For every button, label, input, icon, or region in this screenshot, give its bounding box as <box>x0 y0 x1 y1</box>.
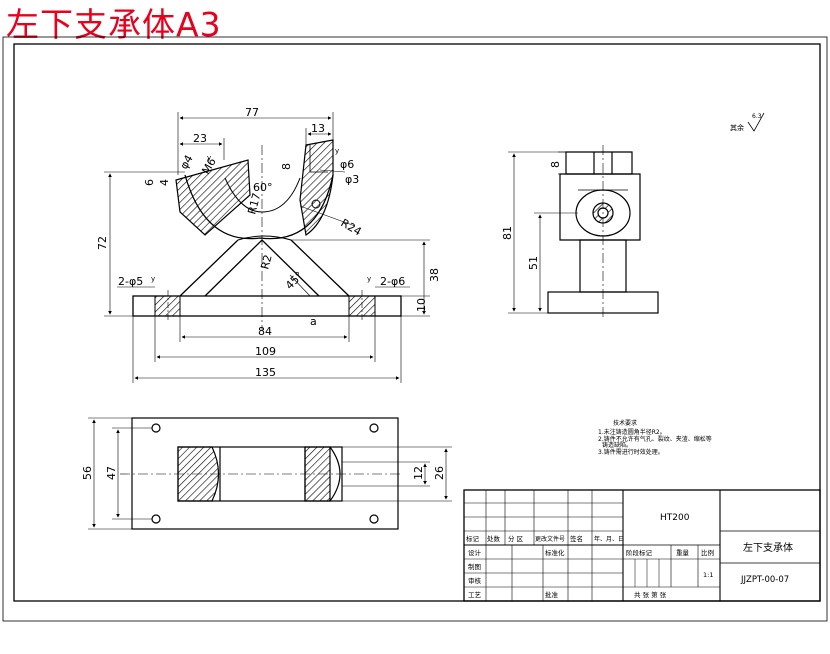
tb-ratio: 比例 <box>701 548 714 557</box>
dim-77: 77 <box>245 106 259 119</box>
label-phi6: φ6 <box>340 158 354 171</box>
dim-13: 13 <box>311 122 325 135</box>
dim-8-side: 8 <box>549 161 562 168</box>
roughness-note: 其余 <box>730 123 744 132</box>
top-view <box>120 417 400 530</box>
side-view <box>547 145 659 320</box>
label-y-top: y <box>207 154 211 162</box>
technical-requirements: 技术要求 1.未注铸造圆角半径R2。 2.铸件不允许有气孔、裂纹、夹渣、缩松等 … <box>598 419 712 456</box>
tb-stage-mark: 阶段标记 <box>626 548 653 557</box>
tb-drawing-number: JJZPT-00-07 <box>740 575 789 585</box>
dim-84: 84 <box>258 325 272 338</box>
front-view <box>132 139 402 330</box>
front-view-dimensions <box>104 112 430 383</box>
tb-material: HT200 <box>660 513 690 523</box>
tb-part-name: 左下支承体 <box>743 541 793 554</box>
sheet-border <box>2 36 828 622</box>
tb-scale-value: 1:1 <box>703 571 713 579</box>
dim-4: 4 <box>158 179 171 186</box>
tb-sheet-info: 共 张 第 张 <box>634 590 667 599</box>
label-r24: R24 <box>339 216 364 238</box>
label-60-deg: 60° <box>253 181 273 194</box>
roughness-value: 6.3 <box>752 113 762 120</box>
dim-51: 51 <box>527 256 540 270</box>
dim-38: 38 <box>428 268 441 282</box>
tech-note-2: 2.铸件不允许有气孔、裂纹、夹渣、缩松等 <box>598 435 712 443</box>
label-2-phi6: 2-φ6 <box>380 275 405 288</box>
side-view-dim-text: 81 51 8 <box>501 161 562 270</box>
front-view-dim-text: 77 23 13 72 38 10 84 109 135 8 6 4 M6 φ4… <box>96 106 441 379</box>
tb-standardize: 标准化 <box>545 548 565 557</box>
tb-header-date: 年、月、日 <box>594 535 624 543</box>
dim-10: 10 <box>415 298 428 312</box>
surface-roughness-symbol: 6.3 其余 <box>730 112 765 132</box>
tb-draw: 制图 <box>468 562 481 571</box>
tb-design: 设计 <box>468 548 482 557</box>
dim-72: 72 <box>96 236 109 250</box>
dim-47: 47 <box>105 466 118 480</box>
dim-109: 109 <box>255 345 276 358</box>
dim-12: 12 <box>412 466 425 480</box>
label-y-left: y <box>151 275 155 283</box>
label-r2: R2 <box>258 253 274 271</box>
drawing-title-banner: 左下支承体A3 <box>6 5 222 44</box>
tech-notes-title: 技术要求 <box>613 419 637 427</box>
label-phi3: φ3 <box>345 173 359 186</box>
tech-note-2b: 铸造缺陷。 <box>602 441 632 449</box>
side-view-dimensions <box>508 151 578 314</box>
top-view-dim-text: 56 47 12 26 <box>81 466 446 480</box>
tech-note-3: 3.铸件需进行时效处理。 <box>598 448 664 456</box>
label-y-clamp: y <box>335 147 339 155</box>
dim-26: 26 <box>433 466 446 480</box>
tech-note-1: 1.未注铸造圆角半径R2。 <box>598 428 666 436</box>
dim-81: 81 <box>501 226 514 240</box>
tb-review: 审核 <box>468 576 482 585</box>
tb-approve: 批准 <box>545 590 559 599</box>
label-y-right: y <box>367 275 371 283</box>
tb-header-sign: 签名 <box>570 534 583 543</box>
label-phi4: φ4 <box>177 153 195 172</box>
title-block-text: 标记 处数 分 区 更改文件号 签名 年、月、日 设计 制图 审核 工艺 标准化… <box>466 513 793 599</box>
dim-135: 135 <box>255 366 276 379</box>
tb-weight: 重量 <box>676 549 690 557</box>
dim-56: 56 <box>81 466 94 480</box>
tb-process: 工艺 <box>468 591 482 599</box>
tb-header-count: 处数 <box>487 534 501 543</box>
label-2-phi5: 2-φ5 <box>118 275 143 288</box>
tb-header-mark: 标记 <box>466 534 480 543</box>
dim-8: 8 <box>280 163 293 170</box>
label-45-deg: 45° <box>283 269 306 292</box>
title-block <box>463 489 821 602</box>
label-a: a <box>310 315 317 328</box>
top-view-dimensions <box>88 417 452 530</box>
label-r17: R17 <box>245 192 263 216</box>
dim-6: 6 <box>143 179 156 186</box>
dim-23: 23 <box>193 132 207 145</box>
tb-header-zone: 分 区 <box>508 534 524 543</box>
tb-header-file: 更改文件号 <box>535 535 565 543</box>
